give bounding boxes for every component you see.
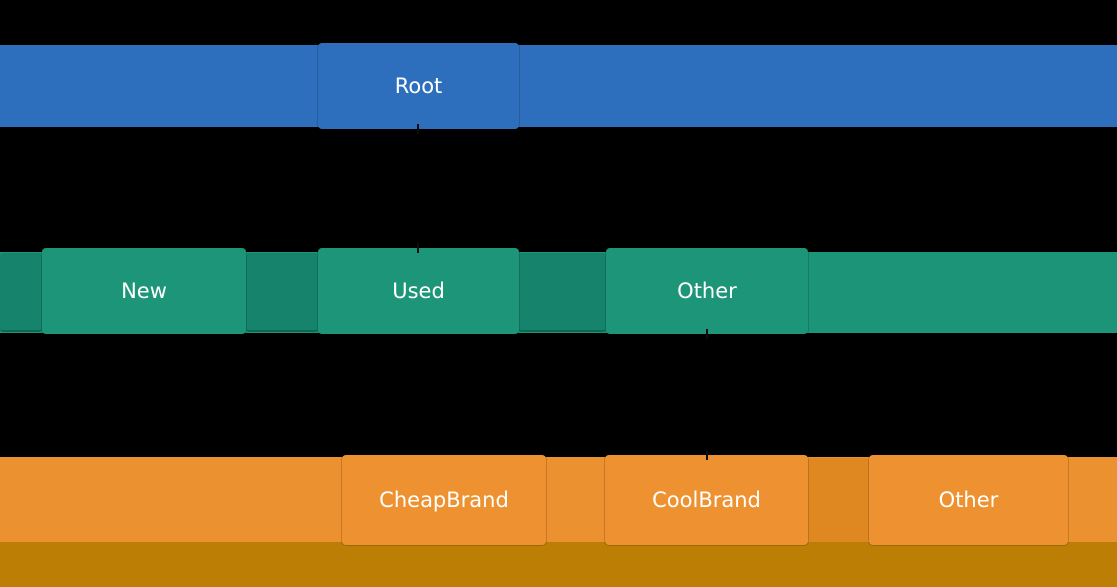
level-3-dim-segment: [808, 458, 869, 542]
connector-tick: [706, 329, 708, 339]
level-2-node-new[interactable]: New: [42, 248, 246, 334]
level-3-node-coolbrand[interactable]: CoolBrand: [605, 455, 808, 545]
level-2-node-other[interactable]: Other: [606, 248, 808, 334]
connector-tick: [706, 450, 708, 460]
level-1-track: [0, 45, 1117, 127]
node-label: CheapBrand: [379, 487, 509, 512]
level-2-dim-segment: [246, 253, 318, 332]
node-label: Other: [677, 278, 737, 303]
level-1-node-root[interactable]: Root: [318, 43, 519, 129]
baseline-strip: [0, 542, 1117, 587]
level-2-dim-segment: [519, 253, 606, 332]
node-label: CoolBrand: [652, 487, 761, 512]
node-label: Root: [394, 73, 443, 98]
node-label: Other: [938, 487, 999, 512]
level-3-node-other[interactable]: Other: [869, 455, 1068, 545]
connector-tick: [417, 243, 419, 253]
node-label: Used: [392, 278, 445, 303]
connector-tick: [417, 124, 419, 134]
level-3-node-cheapbrand[interactable]: CheapBrand: [342, 455, 546, 545]
level-2-node-used[interactable]: Used: [318, 248, 519, 334]
node-label: New: [121, 278, 167, 303]
level-2-dim-segment: [0, 253, 42, 332]
